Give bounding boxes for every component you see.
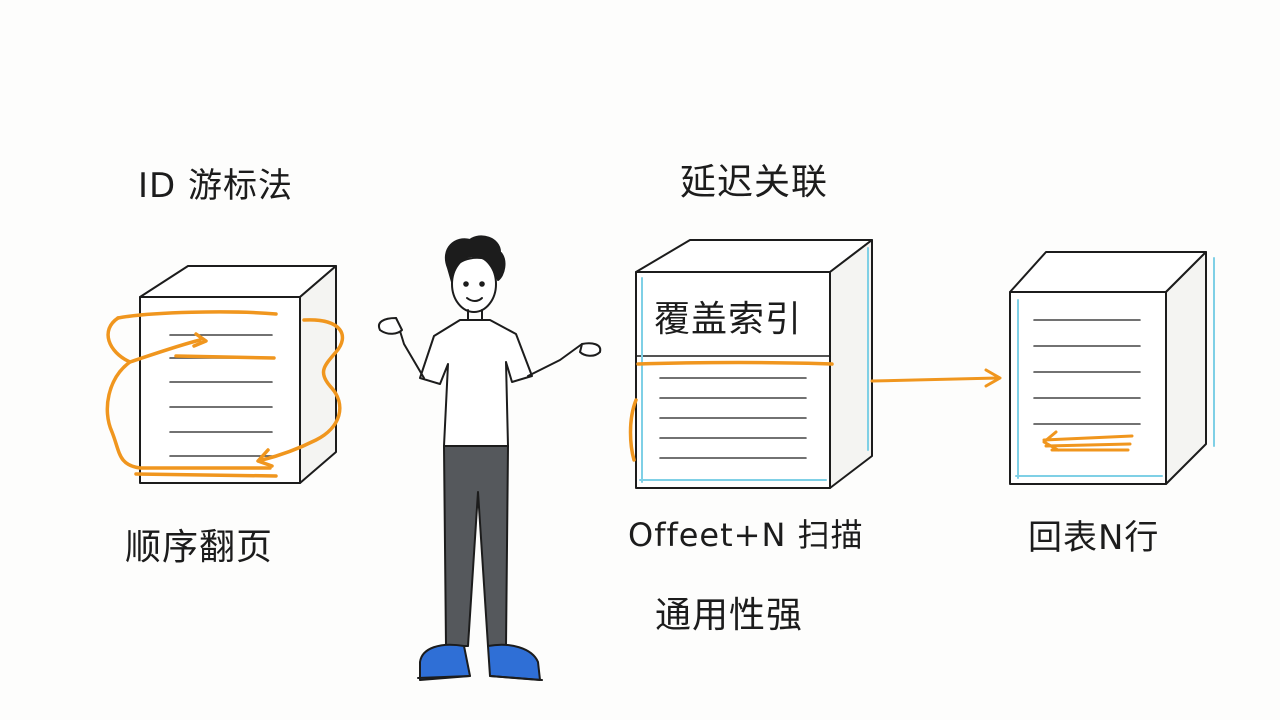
presenter-figure [378,235,602,681]
left-document-box [139,265,337,484]
middle-document-box [635,239,873,489]
offset-scan-caption: Offeet+N 扫描 [628,516,864,554]
generality-caption: 通用性强 [655,595,804,636]
lookup-arrow [870,368,1002,388]
covering-index-label: 覆盖索引 [654,299,803,340]
sequential-paging-caption: 顺序翻页 [125,527,274,568]
right-document-box [1009,251,1215,485]
id-cursor-title: ID 游标法 [138,166,294,206]
left-cursor-loop-arrow [105,310,345,478]
middle-scan-highlight [628,360,834,462]
right-return-arrow [1042,430,1134,452]
deferred-join-title: 延迟关联 [680,162,829,203]
back-to-table-caption: 回表N行 [1028,518,1160,558]
